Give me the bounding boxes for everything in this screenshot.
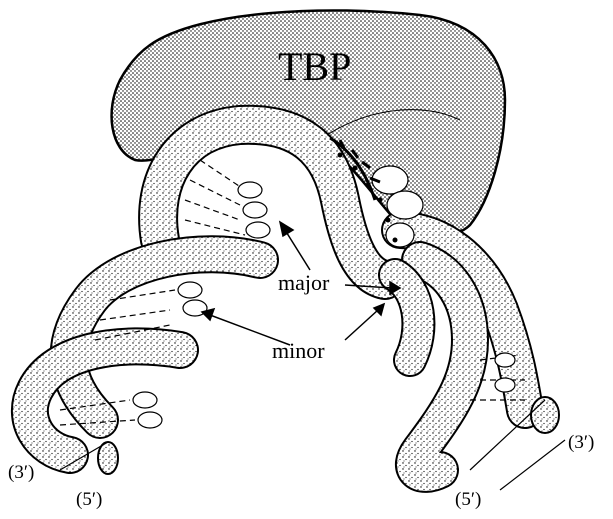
end-label-3-left: (3′) [8, 462, 34, 483]
arrow-major-upper-head [280, 222, 293, 236]
arrow-major-upper [285, 230, 310, 270]
arrow-minor-right [345, 310, 378, 340]
tbp-label: TBP [278, 44, 351, 89]
arrow-minor-right-head [374, 304, 384, 315]
major-groove-label: major [278, 270, 330, 295]
end-cap-right-3 [531, 397, 559, 433]
end-label-3-right: (3′) [568, 432, 594, 453]
end-label-5-left: (5′) [76, 489, 102, 510]
end-line-right-b [500, 440, 565, 490]
minor-groove-label: minor [272, 338, 325, 363]
end-label-5-right: (5′) [455, 489, 481, 510]
end-cap-left-5 [98, 442, 118, 474]
dna-end-caps [98, 397, 559, 474]
